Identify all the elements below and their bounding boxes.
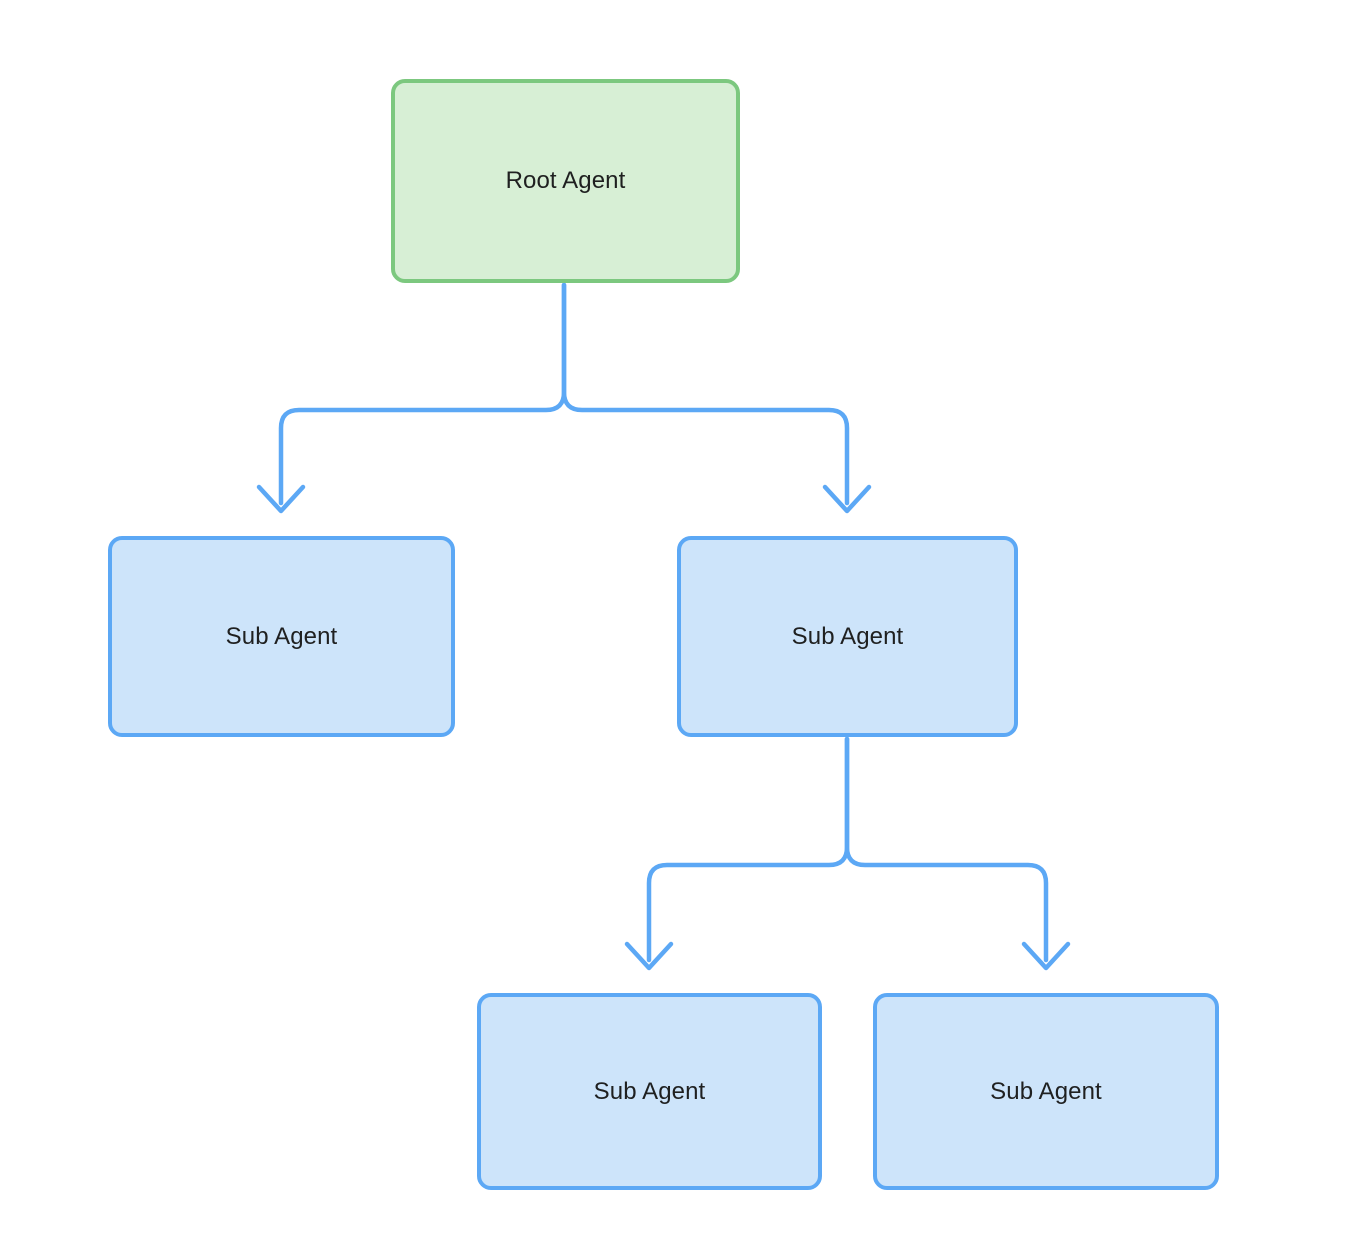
node-root-agent[interactable]: Root Agent	[391, 79, 740, 283]
arrowhead-icon	[1021, 941, 1071, 971]
node-label: Sub Agent	[990, 1077, 1102, 1105]
node-sub-agent-bottom-left[interactable]: Sub Agent	[477, 993, 822, 1190]
edge-root-to-sub-agent-left	[256, 282, 567, 514]
node-sub-agent-bottom-right[interactable]: Sub Agent	[873, 993, 1219, 1190]
node-sub-agent-right[interactable]: Sub Agent	[677, 536, 1018, 737]
node-label: Sub Agent	[593, 1077, 706, 1105]
arrowhead-icon	[822, 484, 872, 514]
edge-root-to-sub-agent-right	[561, 282, 872, 514]
node-sub-agent-left[interactable]: Sub Agent	[108, 536, 455, 737]
edge-sub-agent-right-to-sub-agent-bottom-right	[844, 736, 1071, 971]
node-label: Sub Agent	[225, 622, 338, 650]
node-label: Sub Agent	[791, 622, 904, 650]
node-label: Root Agent	[505, 167, 626, 194]
arrowhead-icon	[256, 484, 306, 514]
arrowhead-icon	[624, 941, 674, 971]
edge-sub-agent-right-to-sub-agent-bottom-left	[624, 736, 850, 971]
